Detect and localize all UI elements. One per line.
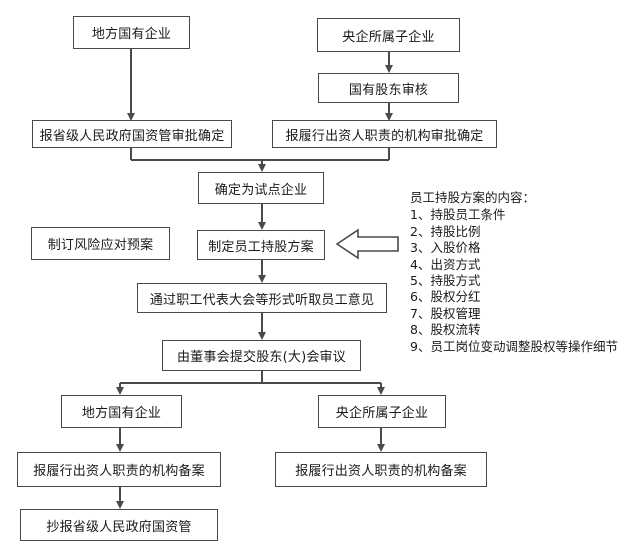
node-investor-org-filing-left: 报履行出资人职责的机构备案: [17, 452, 221, 487]
node-central-sub-top: 央企所属子企业: [317, 18, 460, 52]
plan-contents-item: 8、股权流转: [410, 322, 481, 338]
node-employee-opinion: 通过职工代表大会等形式听取员工意见: [137, 283, 387, 313]
node-central-sub-bottom: 央企所属子企业: [318, 395, 446, 428]
node-draft-plan: 制定员工持股方案: [197, 230, 325, 260]
node-provincial-sasac-copy: 抄报省级人民政府国资管: [20, 509, 218, 541]
plan-contents-item: 6、股权分红: [410, 289, 481, 305]
plan-contents-item: 3、入股价格: [410, 240, 481, 256]
node-local-soe-bottom: 地方国有企业: [61, 395, 182, 428]
node-provincial-sasac-approval: 报省级人民政府国资管审批确定: [32, 120, 232, 148]
plan-contents-item: 9、员工岗位变动调整股权等操作细节: [410, 338, 618, 354]
plan-contents-item: 7、股权管理: [410, 305, 481, 321]
plan-contents-list: 员工持股方案的内容： 1、持股员工条件 2、持股比例 3、入股价格 4、出资方式…: [410, 190, 638, 355]
node-local-soe-top: 地方国有企业: [73, 16, 190, 49]
plan-contents-item: 5、持股方式: [410, 273, 481, 289]
plan-contents-item: 2、持股比例: [410, 223, 481, 239]
plan-contents-title: 员工持股方案的内容：: [410, 190, 536, 205]
node-investor-org-approval: 报履行出资人职责的机构审批确定: [272, 120, 497, 148]
hollow-left-arrow: [335, 228, 399, 260]
plan-contents-item: 4、出资方式: [410, 256, 481, 272]
node-investor-org-filing-right: 报履行出资人职责的机构备案: [275, 452, 487, 487]
node-risk-plan: 制订风险应对预案: [31, 227, 170, 260]
node-board-submit: 由董事会提交股东(大)会审议: [162, 340, 361, 371]
node-confirm-pilot: 确定为试点企业: [198, 172, 324, 204]
node-soe-shareholder-review: 国有股东审核: [318, 73, 459, 103]
plan-contents-item: 1、持股员工条件: [410, 207, 506, 223]
